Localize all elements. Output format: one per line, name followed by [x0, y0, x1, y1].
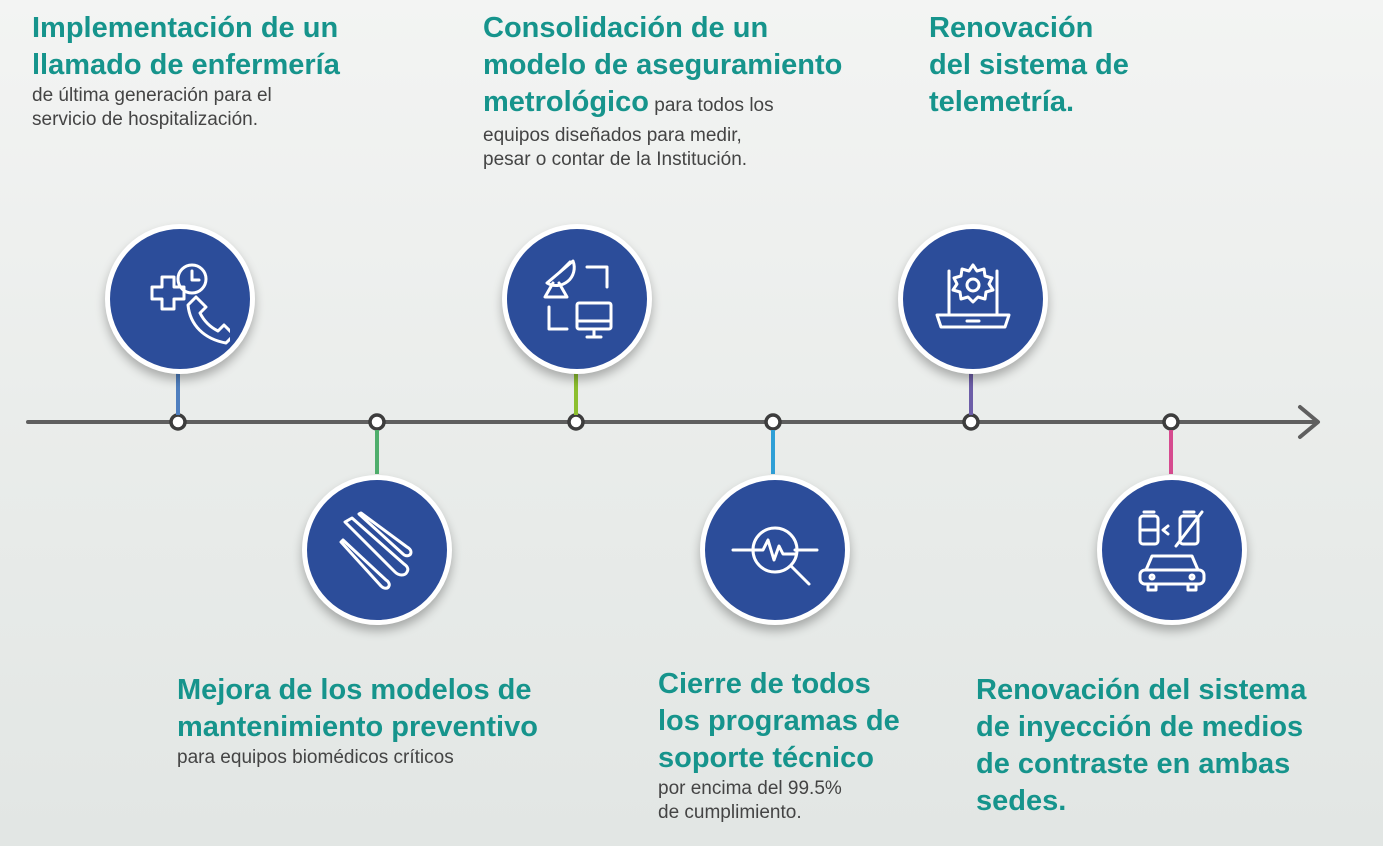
medical-call-icon — [150, 263, 230, 345]
milestone-circle-preventive-maintenance — [302, 475, 452, 625]
milestone-title: Mejora de los modelos de — [177, 674, 532, 706]
milestone-title: mantenimiento preventivo — [177, 711, 538, 743]
timeline-dot-4 — [764, 413, 782, 431]
milestone-title: metrológico — [483, 86, 649, 118]
timeline-dot-2 — [368, 413, 386, 431]
milestone-description: para equipos biomédicos críticos — [177, 747, 454, 768]
milestone-title: sedes. — [976, 785, 1067, 817]
milestone-description: pesar o contar de la Institución. — [483, 149, 748, 170]
milestone-circle-contrast-injection — [1097, 475, 1247, 625]
milestone-circle-telemetry — [898, 224, 1048, 374]
milestone-title: Cierre de todos — [658, 668, 871, 700]
milestone-text-contrast-injection: Renovación del sistema de inyección de m… — [976, 672, 1306, 820]
connector-tech-support — [771, 430, 775, 474]
milestone-description: servicio de hospitalización. — [32, 109, 259, 130]
timeline-dot-6 — [1162, 413, 1180, 431]
milestone-description: de última generación para el — [32, 85, 272, 106]
milestone-title: modelo de aseguramiento — [483, 49, 843, 81]
satellite-monitor-icon — [543, 259, 613, 339]
milestone-text-tech-support: Cierre de todos los programas de soporte… — [658, 666, 900, 825]
connector-metrology — [574, 371, 578, 415]
connector-telemetry — [969, 371, 973, 415]
milestone-text-telemetry: Renovación del sistema de telemetría. — [929, 10, 1129, 121]
milestone-description: de cumplimiento. — [658, 802, 802, 823]
timeline-dot-1 — [169, 413, 187, 431]
milestone-text-metrology: Consolidación de un modelo de aseguramie… — [483, 10, 842, 172]
milestone-title: del sistema de — [929, 49, 1129, 81]
milestone-title: Implementación de un — [32, 12, 339, 44]
milestone-title: Renovación del sistema — [976, 674, 1307, 706]
milestone-circle-metrology — [502, 224, 652, 374]
milestone-description: equipos diseñados para medir, — [483, 125, 742, 146]
milestone-title: Renovación — [929, 12, 1094, 44]
signal-magnifier-icon — [731, 526, 819, 586]
milestone-title: de inyección de medios — [976, 711, 1304, 743]
milestone-description: para todos los — [654, 95, 774, 116]
timeline-dot-3 — [567, 413, 585, 431]
milestone-description: por encima del 99.5% — [658, 778, 842, 799]
milestone-text-nurse-call: Implementación de un llamado de enfermer… — [32, 10, 340, 132]
battery-car-icon — [1138, 510, 1206, 592]
milestone-title: los programas de — [658, 705, 900, 737]
connector-nurse-call — [176, 371, 180, 415]
milestone-title: de contraste en ambas — [976, 748, 1291, 780]
milestone-title: soporte técnico — [658, 742, 874, 774]
laptop-gear-icon — [935, 263, 1011, 329]
tools-icon — [339, 511, 413, 590]
milestone-title: telemetría. — [929, 86, 1075, 118]
milestone-title: llamado de enfermería — [32, 49, 340, 81]
milestone-text-preventive-maintenance: Mejora de los modelos de mantenimiento p… — [177, 672, 538, 770]
milestone-circle-tech-support — [700, 475, 850, 625]
milestone-title: Consolidación de un — [483, 12, 769, 44]
milestone-circle-nurse-call — [105, 224, 255, 374]
connector-preventive-maintenance — [375, 430, 379, 474]
connector-contrast-injection — [1169, 430, 1173, 474]
timeline-dot-5 — [962, 413, 980, 431]
